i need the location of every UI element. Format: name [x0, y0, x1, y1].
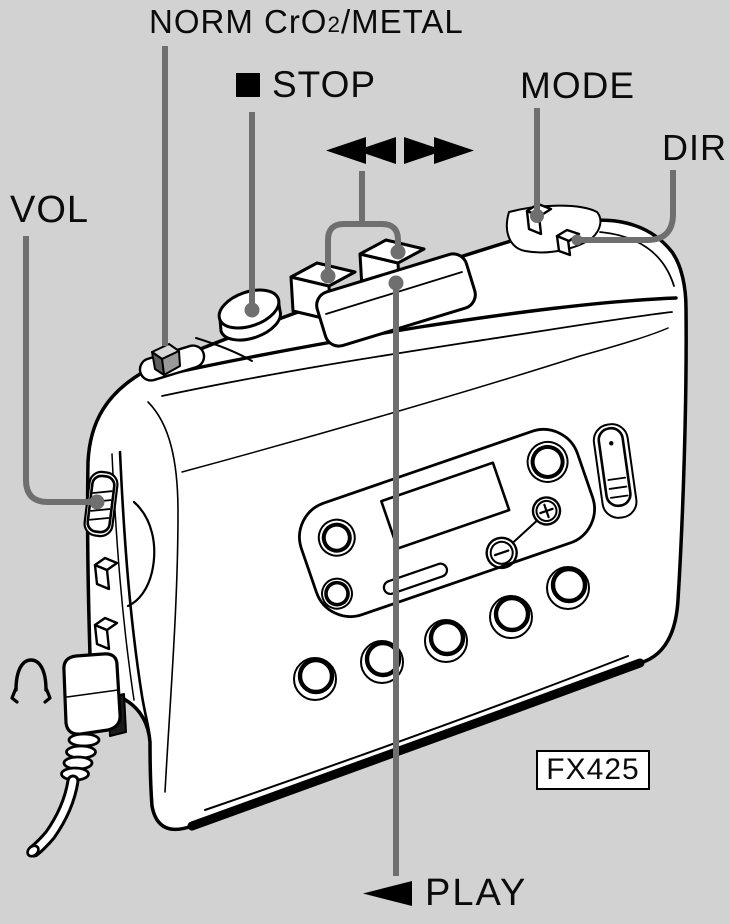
- panel-button-large: [526, 440, 569, 483]
- side-switch-lower: [93, 616, 119, 651]
- dir-callout: [579, 170, 676, 243]
- front-button-1: [293, 657, 337, 701]
- vol-label-text: VOL: [10, 189, 90, 231]
- display-window: [380, 461, 511, 550]
- tape-selector-switch: [138, 343, 206, 382]
- stop-icon: [236, 72, 260, 97]
- side-switch-upper: [93, 556, 119, 591]
- stop-label-text: STOP: [272, 64, 377, 105]
- play-label-text: PLAY: [425, 872, 528, 914]
- model-badge: FX425: [536, 750, 650, 790]
- play-icon: [363, 880, 412, 906]
- minus-button: [485, 536, 518, 570]
- stop-label: STOP: [236, 66, 376, 103]
- panel-slot: [382, 562, 449, 596]
- dir-switch: [555, 228, 581, 257]
- vol-callout: [23, 236, 97, 505]
- rew-ff-callout-bracket: [325, 221, 401, 276]
- dir-label: DIR: [662, 130, 727, 166]
- headphone-plug: [60, 652, 127, 782]
- hold-slider: [592, 423, 638, 519]
- tape-selector-label-suffix: /METAL: [340, 3, 464, 40]
- play-label: PLAY: [363, 874, 527, 912]
- panel-button-upper-left: [317, 518, 356, 557]
- plus-button: [531, 496, 562, 526]
- callout-dots: [89, 209, 583, 510]
- callout-lines: [23, 46, 676, 876]
- headphones-icon: [10, 658, 52, 704]
- panel-button-lower-left: [321, 577, 354, 610]
- front-button-row: [293, 566, 590, 701]
- search-arrows: [326, 136, 474, 165]
- mode-label-text: MODE: [520, 65, 635, 106]
- control-panel: [298, 428, 596, 618]
- rewind-icon: [326, 137, 396, 164]
- model-badge-text: FX425: [546, 753, 640, 786]
- vol-label: VOL: [10, 191, 89, 229]
- headphone-cable: [26, 774, 80, 858]
- dir-label-text: DIR: [662, 127, 727, 168]
- front-button-4: [489, 595, 533, 639]
- tape-selector-label-subscript: 2: [327, 11, 341, 37]
- tape-selector-label-prefix: NORM CrO: [149, 3, 328, 40]
- mode-label: MODE: [520, 67, 635, 104]
- front-button-3: [424, 619, 468, 663]
- fast-forward-icon: [404, 137, 474, 164]
- front-button-5: [546, 566, 590, 610]
